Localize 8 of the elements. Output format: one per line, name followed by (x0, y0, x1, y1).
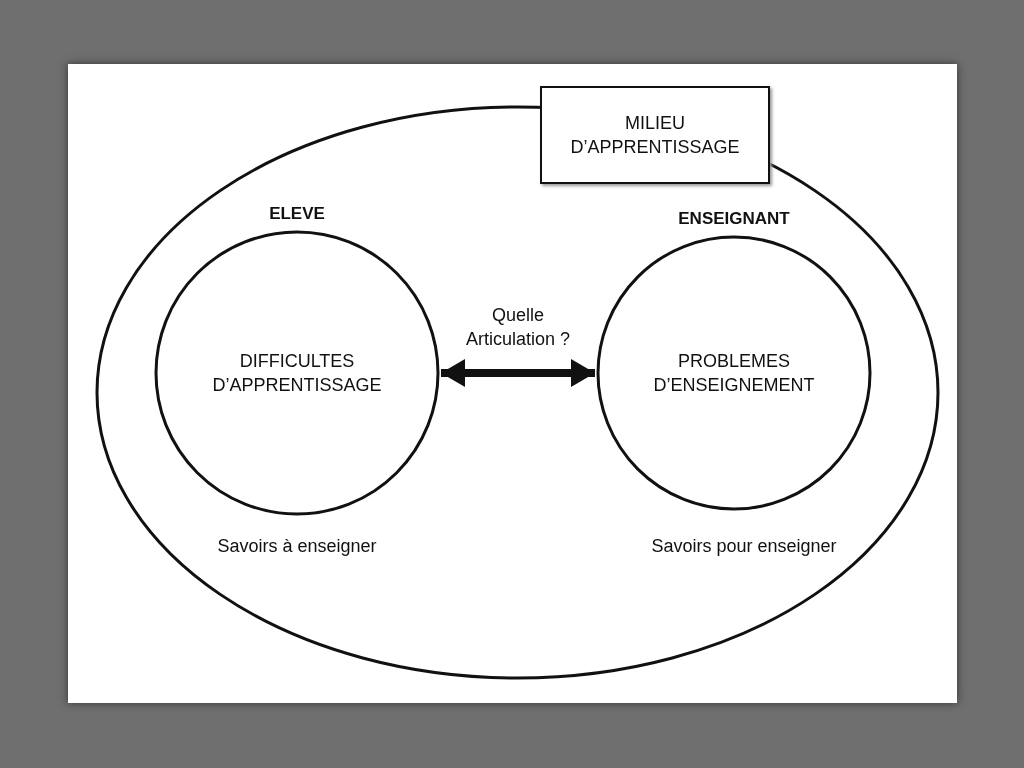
box-label: MILIEU D’APPRENTISSAGE (569, 111, 741, 159)
circle-label: PROBLEMES D’ENSEIGNEMENT (652, 349, 816, 397)
text-box (540, 86, 770, 184)
circle-label: DIFFICULTES D’APPRENTISSAGE (211, 349, 383, 397)
caption-text: Savoirs à enseigner (216, 535, 378, 558)
caption-text: Savoirs pour enseigner (650, 535, 838, 558)
circle-heading: ELEVE (268, 203, 326, 225)
circle-heading: ENSEIGNANT (677, 208, 791, 230)
